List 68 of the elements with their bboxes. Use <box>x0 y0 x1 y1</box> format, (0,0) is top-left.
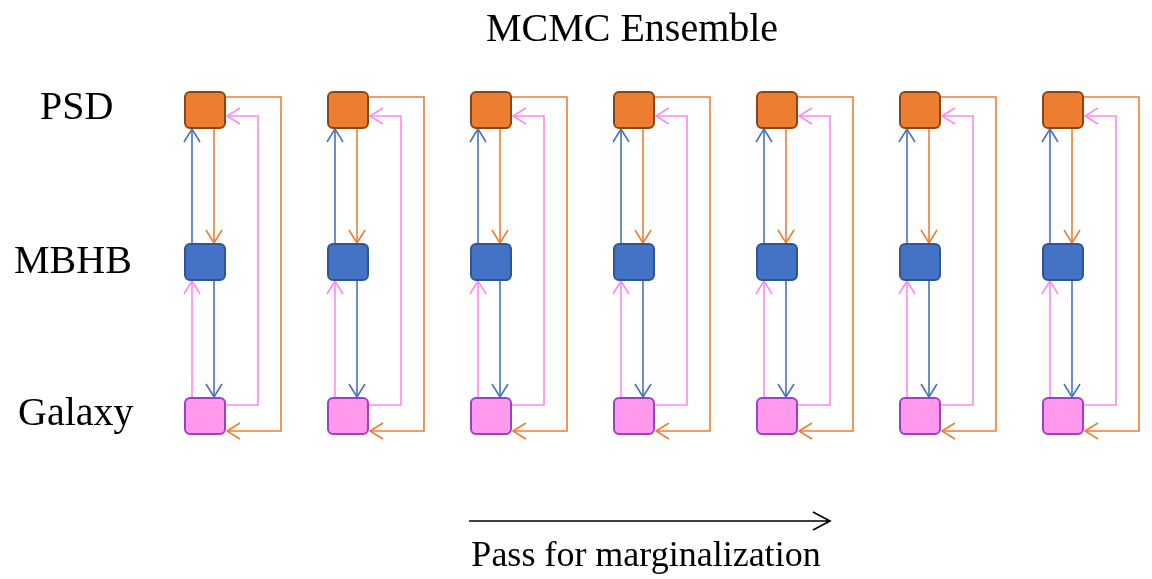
arrow <box>511 107 545 406</box>
process-box <box>756 243 798 281</box>
arrow <box>225 96 282 440</box>
arrow <box>348 128 366 244</box>
process-box <box>899 243 941 281</box>
arrow <box>777 280 795 398</box>
process-box <box>1042 243 1084 281</box>
diagram-title: MCMC Ensemble <box>485 4 779 51</box>
process-box <box>327 91 369 129</box>
arrow <box>898 280 916 398</box>
arrow <box>612 128 630 244</box>
arrow <box>1063 128 1081 244</box>
row-label: Galaxy <box>18 388 134 435</box>
arrow <box>654 96 711 440</box>
arrow <box>920 280 938 398</box>
arrow <box>755 128 773 244</box>
arrow <box>654 107 688 406</box>
process-box <box>184 397 226 435</box>
process-box <box>899 397 941 435</box>
arrow <box>469 280 487 398</box>
arrow <box>469 128 487 244</box>
arrow <box>1063 280 1081 398</box>
arrow <box>225 107 259 406</box>
process-box <box>756 91 798 129</box>
process-box <box>184 243 226 281</box>
arrow <box>348 280 366 398</box>
arrow <box>205 128 223 244</box>
process-box <box>613 243 655 281</box>
process-box <box>470 243 512 281</box>
arrow <box>797 107 831 406</box>
process-box <box>184 91 226 129</box>
arrow <box>368 96 425 440</box>
process-box <box>1042 91 1084 129</box>
process-box <box>613 397 655 435</box>
process-box <box>470 397 512 435</box>
process-box <box>613 91 655 129</box>
row-label: MBHB <box>14 236 132 283</box>
arrow <box>368 107 402 406</box>
arrow <box>511 96 568 440</box>
process-box <box>470 91 512 129</box>
arrow <box>1083 107 1117 406</box>
arrow <box>326 280 344 398</box>
arrow <box>205 280 223 398</box>
arrow <box>797 96 854 440</box>
arrow <box>612 280 630 398</box>
arrow <box>1041 280 1059 398</box>
row-label: PSD <box>40 82 114 129</box>
process-box <box>899 91 941 129</box>
process-box <box>1042 397 1084 435</box>
arrow <box>1041 128 1059 244</box>
arrow <box>491 280 509 398</box>
process-box <box>327 243 369 281</box>
arrow <box>898 128 916 244</box>
axis-caption: Pass for marginalization <box>471 533 821 575</box>
arrow <box>920 128 938 244</box>
arrow <box>634 280 652 398</box>
arrow <box>940 107 974 406</box>
process-box <box>327 397 369 435</box>
arrow <box>634 128 652 244</box>
arrow <box>491 128 509 244</box>
arrow <box>755 280 773 398</box>
arrow <box>183 128 201 244</box>
arrow <box>777 128 795 244</box>
arrow <box>940 96 997 440</box>
arrow <box>183 280 201 398</box>
process-box <box>756 397 798 435</box>
arrow <box>326 128 344 244</box>
arrow <box>1083 96 1140 440</box>
